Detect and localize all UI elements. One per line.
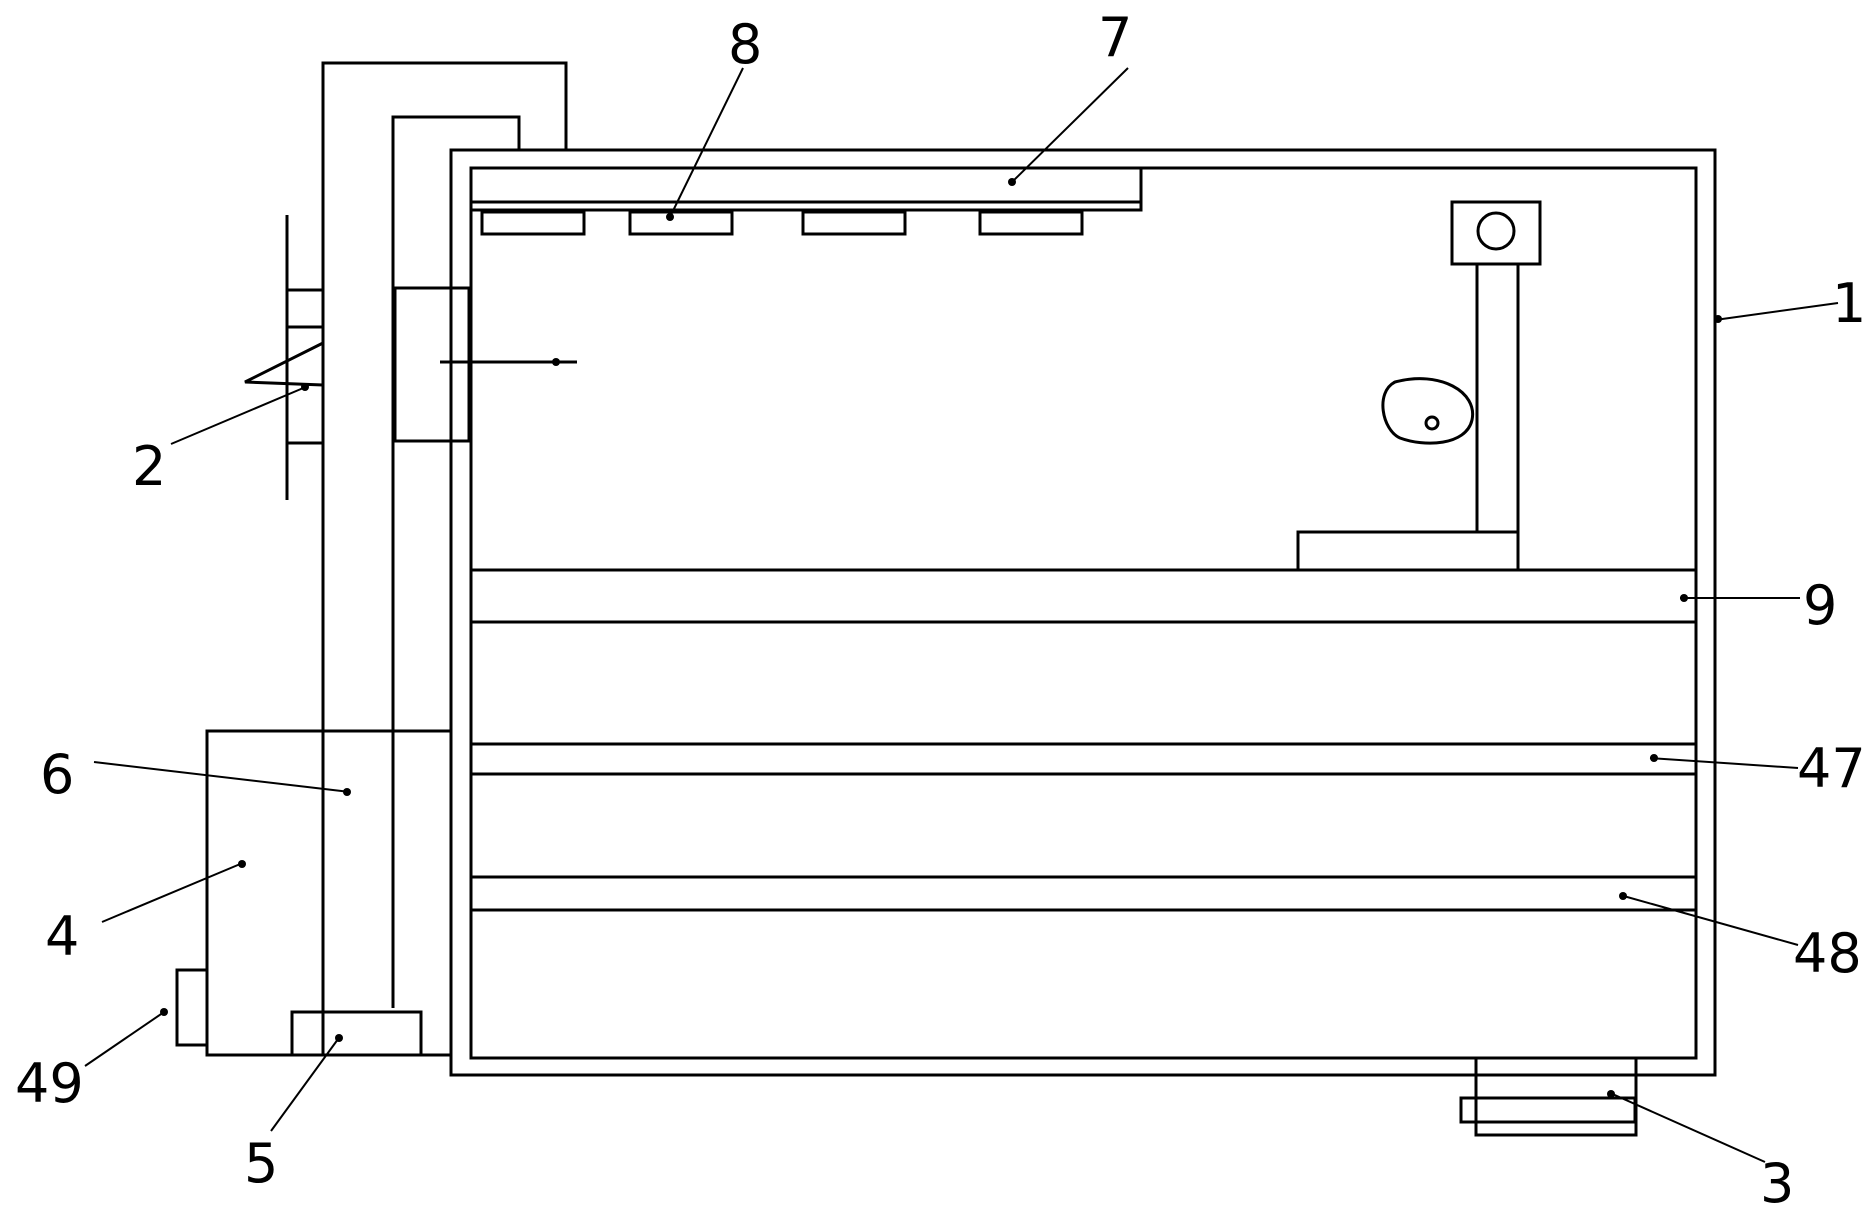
callout-5: 5 — [244, 1132, 278, 1195]
upright-post-assembly — [1296, 200, 1542, 572]
horizontal-layers — [471, 568, 1696, 912]
callout-9: 9 — [1803, 574, 1837, 637]
callout-3: 3 — [1760, 1152, 1794, 1215]
callout-7: 7 — [1098, 6, 1132, 69]
callout-8: 8 — [728, 13, 762, 76]
left-pipe-system — [321, 61, 577, 1054]
main-housing — [449, 148, 1717, 1077]
callout-6: 6 — [40, 743, 74, 806]
callout-4: 4 — [45, 905, 79, 968]
callout-labels: 1 2 3 4 5 6 7 8 9 47 48 49 — [15, 6, 1866, 1215]
side-valve — [244, 215, 324, 500]
callout-2: 2 — [132, 435, 166, 498]
lower-tank — [175, 729, 453, 1057]
callout-1: 1 — [1832, 272, 1866, 335]
callout-48: 48 — [1793, 922, 1862, 985]
callout-47: 47 — [1797, 737, 1866, 800]
top-bar-assembly — [469, 166, 1143, 236]
leader-lines — [84, 67, 1839, 1163]
callout-49: 49 — [15, 1052, 84, 1115]
bottom-outlet — [1459, 1056, 1638, 1137]
